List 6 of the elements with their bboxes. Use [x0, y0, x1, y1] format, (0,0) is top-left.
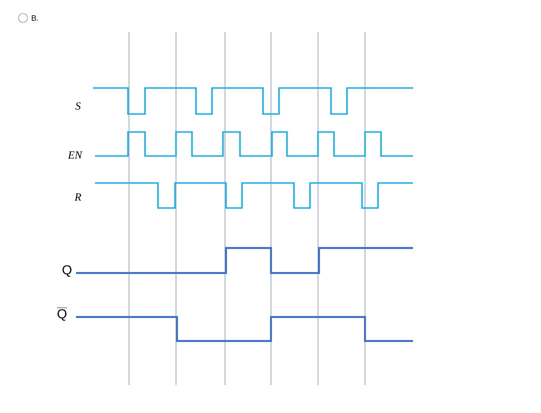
signal-label: Q — [62, 265, 72, 277]
signal-label: R — [74, 193, 82, 201]
signal-label: EN — [68, 151, 83, 159]
signal-label: S — [75, 102, 81, 110]
option-letter: B. — [32, 15, 38, 21]
signal-label: $\overline{\mathrm{Q}}$ — [56, 308, 68, 321]
